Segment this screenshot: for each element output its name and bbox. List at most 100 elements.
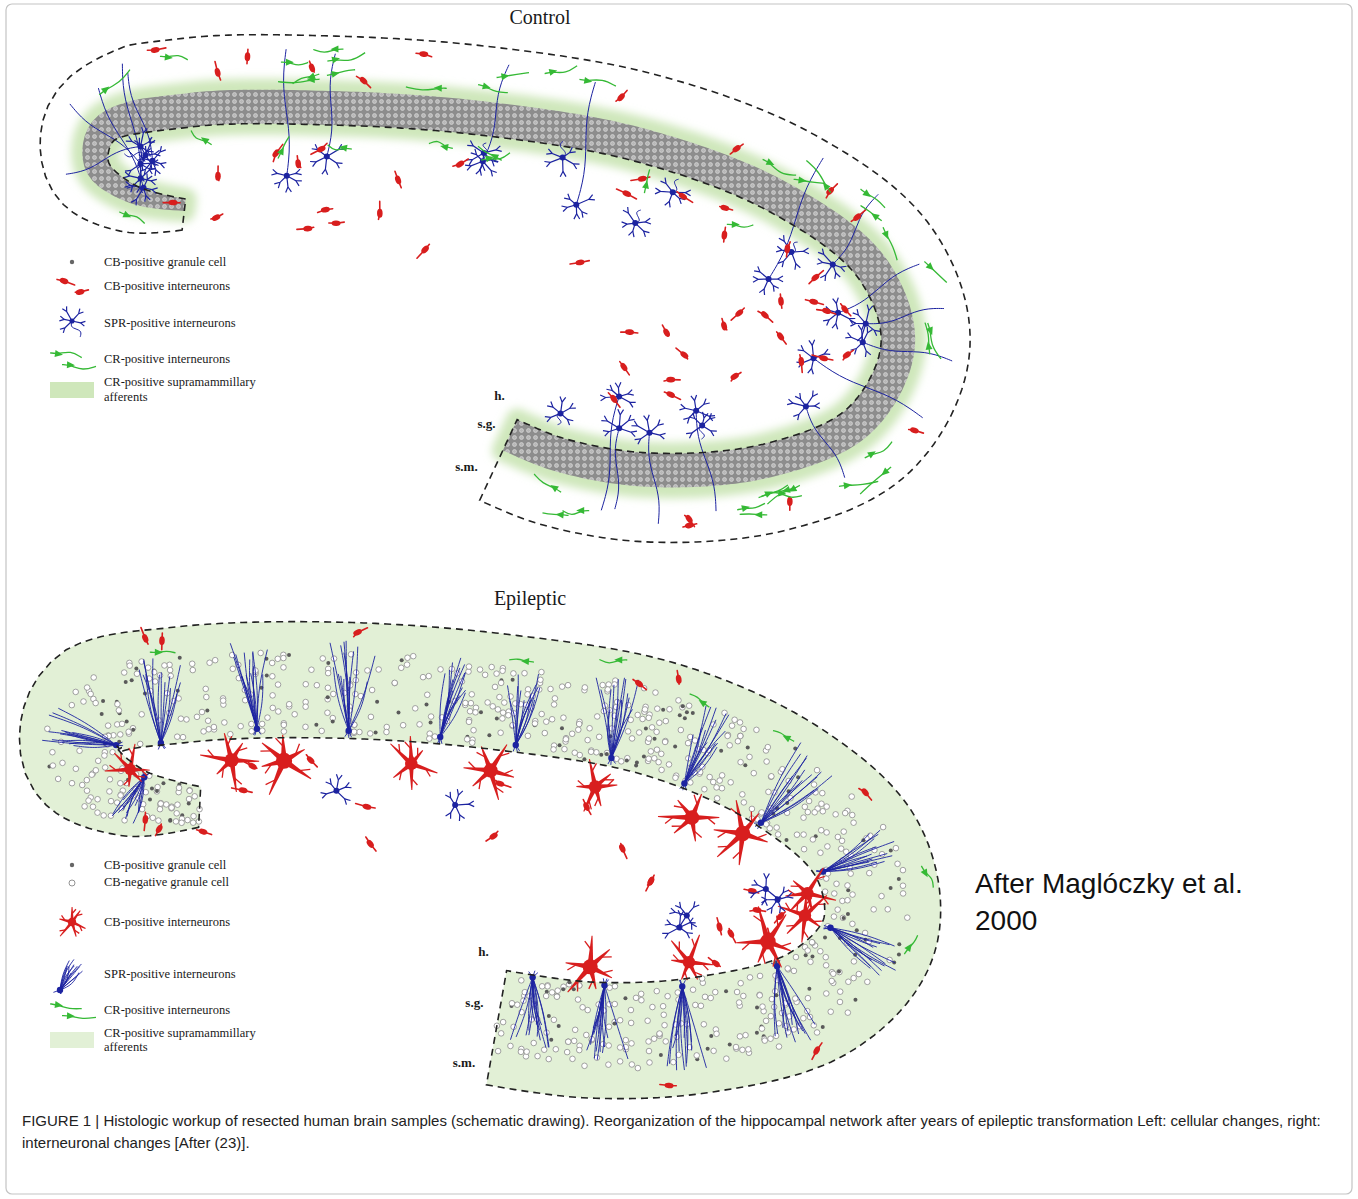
cell-process — [924, 261, 946, 282]
dendrite-branch — [718, 846, 729, 848]
dendrite — [516, 977, 533, 1037]
granule-cell — [281, 722, 287, 728]
granule-cell — [126, 729, 132, 735]
dendrite — [128, 170, 131, 175]
granule-cell — [794, 832, 800, 838]
dendrite — [139, 777, 144, 812]
dendrite — [296, 169, 300, 173]
dendrite — [703, 412, 705, 418]
granule-cell — [613, 704, 619, 710]
cell-body — [760, 310, 770, 320]
cell-process — [534, 474, 561, 492]
granule-cell — [84, 685, 90, 691]
granule-cell — [825, 844, 831, 850]
dendrite — [691, 396, 695, 401]
granule-cell — [562, 746, 568, 752]
granule-cell — [751, 770, 757, 776]
cell-body — [321, 206, 331, 213]
cell-body — [164, 53, 172, 60]
granule-cell — [88, 691, 94, 697]
granule-cell — [747, 975, 753, 981]
dendrite-branch — [780, 943, 791, 946]
dendrite — [684, 713, 726, 783]
granule-cell — [495, 716, 499, 720]
granule-cell — [265, 715, 271, 721]
granule-cell — [629, 736, 635, 742]
granule-cell — [623, 1037, 629, 1043]
dendrite — [508, 685, 516, 745]
cell-body — [882, 230, 888, 239]
dendrite — [161, 676, 170, 743]
granule-cell — [702, 994, 708, 1000]
granule-cell — [554, 994, 560, 1000]
cb-interneuron — [684, 514, 694, 527]
dendrite — [533, 977, 549, 1047]
granule-cell — [628, 1007, 634, 1013]
granule-cell — [639, 997, 645, 1003]
dendrite — [682, 986, 706, 1067]
dendrite — [160, 146, 161, 152]
granule-cell — [545, 983, 551, 989]
cell-body — [513, 742, 519, 748]
cell-body — [731, 144, 742, 154]
dendrite-branch — [786, 903, 791, 911]
dendrite — [440, 673, 465, 737]
granule-cell — [741, 726, 747, 732]
granule-cell — [565, 682, 571, 688]
cb-interneuron — [805, 298, 823, 306]
spr-interneuron-tuft — [230, 643, 267, 735]
dendrite-branch — [773, 956, 775, 967]
dendrite — [73, 745, 116, 747]
granule-cell — [275, 709, 281, 715]
dendrite — [631, 425, 637, 426]
dendrite — [855, 349, 857, 355]
granule-cell — [654, 729, 660, 735]
dendrite — [833, 299, 837, 304]
granule-cell — [190, 820, 196, 826]
cell-process — [313, 49, 343, 52]
axon — [128, 73, 153, 161]
cell-process — [119, 212, 144, 224]
granule-cell — [767, 826, 773, 832]
dendrite — [516, 700, 532, 745]
cr-interneuron — [313, 46, 343, 53]
granule-cell — [738, 733, 744, 739]
neurons — [42, 46, 952, 1089]
granule-cell — [754, 727, 760, 733]
granule-cell — [617, 1059, 623, 1065]
granule-cell — [569, 731, 575, 737]
granule-cell — [900, 883, 906, 889]
granule-cell — [719, 749, 723, 753]
granule-cell — [849, 812, 855, 818]
cell-body — [558, 410, 564, 416]
granule-cell — [818, 850, 824, 856]
granule-cell — [169, 805, 175, 811]
dendrite — [510, 977, 532, 1039]
dendrite — [467, 145, 473, 147]
granule-cell — [646, 715, 652, 721]
granule-cell — [855, 928, 859, 932]
dendrite — [622, 224, 627, 227]
granule-cell — [710, 779, 716, 785]
dendrite — [611, 698, 629, 758]
cell-body — [549, 69, 558, 76]
granule-cell — [539, 669, 545, 675]
cell-body — [286, 59, 294, 66]
cell-process — [809, 271, 823, 284]
dendrite-branch — [786, 925, 795, 927]
dendrite — [161, 665, 181, 743]
cb-interneuron — [676, 348, 690, 360]
granule-cell — [729, 723, 735, 729]
cb-interneuron-large — [785, 867, 836, 912]
granule-cell — [842, 810, 848, 816]
granule-cell — [118, 793, 124, 799]
spr-interneuron — [600, 382, 636, 510]
dendrite — [798, 349, 804, 351]
dendrite — [152, 188, 158, 190]
cell-body — [662, 327, 671, 338]
cell-body — [482, 83, 491, 90]
spr-interneuron — [753, 158, 823, 295]
cb-interneuron — [616, 90, 627, 102]
cell-body — [809, 298, 819, 306]
granule-cell — [326, 661, 330, 665]
